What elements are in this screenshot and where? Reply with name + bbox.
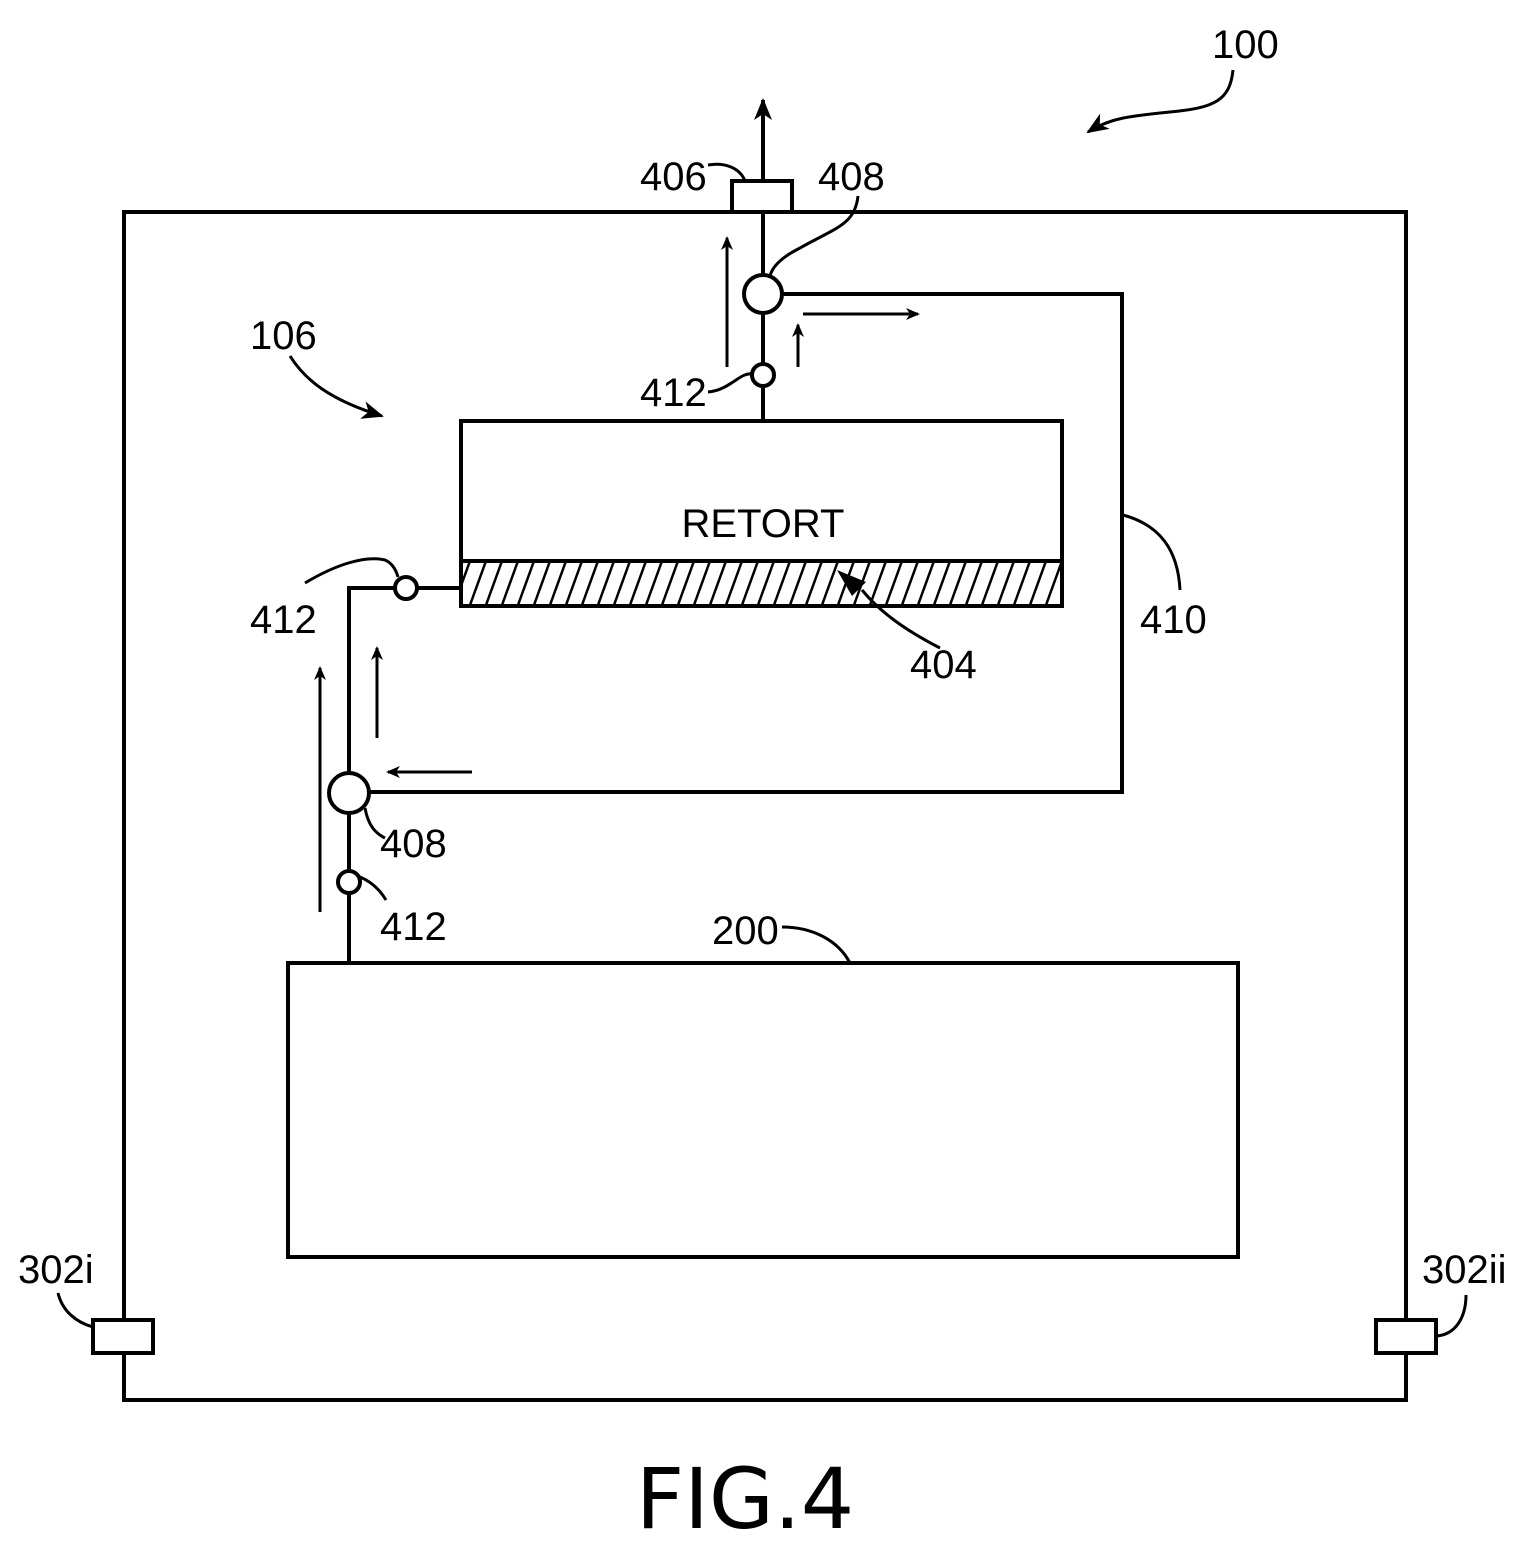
leader-106 (290, 356, 382, 416)
leader-412-bottom (360, 877, 386, 900)
label-412-top: 412 (640, 371, 707, 415)
port-302ii (1376, 1320, 1436, 1353)
label-404: 404 (910, 643, 977, 687)
retort-label: RETORT (682, 502, 845, 546)
hatch-line (1062, 561, 1078, 605)
leader-410 (1123, 515, 1180, 590)
leader-406 (708, 164, 745, 181)
leader-412-retort (305, 559, 398, 583)
sensor-412-bottom (338, 871, 360, 893)
label-410: 410 (1140, 598, 1207, 642)
leader-412-top (708, 374, 752, 392)
leader-302ii (1436, 1295, 1466, 1336)
port-302i (93, 1320, 153, 1353)
leader-100 (1088, 70, 1233, 132)
label-408-bottom: 408 (380, 822, 447, 866)
label-200: 200 (712, 909, 779, 953)
leader-302i (58, 1293, 93, 1327)
figure-caption: FIG.4 (636, 1450, 854, 1548)
label-302i: 302i (18, 1248, 94, 1292)
sensor-412-retort (395, 577, 417, 599)
label-406: 406 (640, 155, 707, 199)
valve-408-top (744, 275, 782, 313)
retort-inlet-pipe (349, 588, 395, 774)
label-408-top: 408 (818, 155, 885, 199)
label-412-bottom: 412 (380, 905, 447, 949)
label-412-retort: 412 (250, 598, 317, 642)
sensor-412-top (752, 364, 774, 386)
label-100: 100 (1212, 23, 1279, 67)
label-302ii: 302ii (1422, 1248, 1507, 1292)
outlet-406 (732, 181, 792, 212)
valve-408-bottom (329, 773, 369, 813)
leader-200 (782, 927, 850, 963)
lower-unit-200 (288, 963, 1238, 1257)
label-106: 106 (250, 314, 317, 358)
